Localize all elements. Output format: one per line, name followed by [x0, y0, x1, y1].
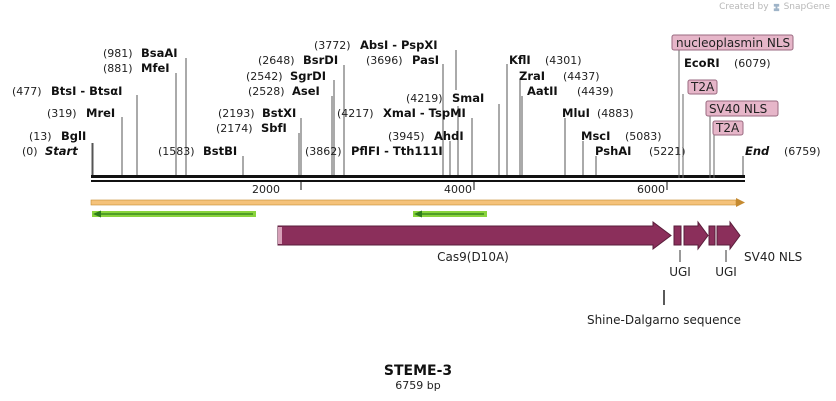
- t2a-label-2: T2A: [715, 121, 740, 135]
- site-pshai-name: PshAI: [595, 144, 631, 158]
- ruler: 2000 4000 6000: [252, 182, 668, 196]
- site-smai-pos: (4219): [406, 92, 443, 105]
- site-zrai-pos: (4437): [563, 70, 600, 83]
- site-zrai-name: ZraI: [519, 69, 545, 83]
- shine-dalgarno-label: Shine-Dalgarno sequence: [587, 313, 741, 327]
- credit-prefix: Created by: [719, 2, 769, 12]
- site-sbfi-name: SbfI: [261, 121, 287, 135]
- t2a-box-2: [712, 120, 744, 136]
- site-start-pos: (0): [22, 145, 38, 158]
- site-ahdi-pos: (3945): [388, 130, 425, 143]
- ugi-label-1: UGI: [669, 265, 691, 279]
- t2a-label-1: T2A: [690, 80, 715, 94]
- site-bstxi-pos: (2193): [218, 107, 255, 120]
- site-asei-pos: (2528): [248, 85, 285, 98]
- site-sgrdi-pos: (2542): [246, 70, 283, 83]
- site-ecori-name: EcoRI: [684, 56, 720, 70]
- snapgene-credit: Created by SnapGene: [719, 2, 830, 12]
- tick-label: 2000: [252, 183, 280, 196]
- site-ahdi-name: AhdI: [434, 129, 464, 143]
- cas9-tail-box: [673, 225, 682, 246]
- snapgene-logo-icon: [773, 3, 779, 11]
- site-sgrdi-name: SgrDI: [290, 69, 326, 83]
- site-aatii-name: AatII: [527, 84, 558, 98]
- nucleoplasmin-nls-label: nucleoplasmin NLS: [676, 36, 790, 50]
- site-pflfi-name: PflFI - Tth111I: [351, 144, 443, 158]
- ugi-label-2: UGI: [715, 265, 737, 279]
- site-xmai-name: XmaI - TspMI: [383, 106, 466, 120]
- site-bsrdi-name: BsrDI: [303, 53, 338, 67]
- backbone: [91, 175, 745, 182]
- restriction-sites: (0) Start (13) BglI (319) MreI (477) Bts…: [12, 38, 821, 158]
- cas9-feature: Cas9(D10A): [277, 221, 672, 264]
- tick-label: 6000: [637, 183, 665, 196]
- ugi-feature-2: UGI: [708, 220, 741, 279]
- site-bstxi-name: BstXI: [262, 106, 296, 120]
- green-reverse-arrow-2: [413, 210, 487, 218]
- site-mrei-pos: (319): [47, 107, 77, 120]
- sv40-nls-box-label: SV40 NLS: [709, 102, 767, 116]
- site-sbfi-pos: (2174): [216, 122, 253, 135]
- shine-dalgarno-feature: Shine-Dalgarno sequence: [587, 290, 741, 327]
- sv40-nls-label: SV40 NLS: [744, 250, 802, 264]
- site-mfei-pos: (881): [103, 62, 133, 75]
- site-smai-name: SmaI: [452, 91, 484, 105]
- site-pasi-pos: (3696): [366, 54, 403, 67]
- site-asei-name: AseI: [292, 84, 320, 98]
- site-kfli-pos: (4301): [545, 54, 582, 67]
- site-pasi-name: PasI: [412, 53, 439, 67]
- site-kfli-name: KflI: [509, 53, 531, 67]
- site-pshai-pos: (5221): [649, 145, 686, 158]
- site-bstbi-pos: (1583): [158, 145, 195, 158]
- site-absi-pos: (3772): [314, 39, 351, 52]
- small-features: nucleoplasmin NLS T2A SV40 NLS T2A: [671, 34, 794, 178]
- site-end-name: End: [745, 144, 770, 158]
- site-end-pos: (6759): [784, 145, 821, 158]
- ugi-feature-1: UGI: [669, 220, 709, 279]
- t2a-box-1: [687, 79, 718, 95]
- sv40-nls-feature: SV40 NLS: [744, 250, 802, 264]
- site-bgli-pos: (13): [29, 130, 52, 143]
- site-mfei-name: MfeI: [141, 61, 170, 75]
- site-btsi-pos: (477): [12, 85, 42, 98]
- site-ecori-pos: (6079): [734, 57, 771, 70]
- site-bstbi-name: BstBI: [203, 144, 237, 158]
- site-mlui-name: MluI: [562, 106, 590, 120]
- site-aatii-pos: (4439): [577, 85, 614, 98]
- cas9-label: Cas9(D10A): [437, 250, 509, 264]
- site-msci-pos: (5083): [625, 130, 662, 143]
- site-start-name: Start: [45, 144, 78, 158]
- plasmid-name: STEME-3: [384, 363, 452, 379]
- nucleoplasmin-nls-box: [671, 34, 794, 51]
- sv40-nls-box: [705, 100, 779, 117]
- green-reverse-arrow-1: [92, 210, 256, 218]
- site-mlui-pos: (4883): [597, 107, 634, 120]
- plasmid-length: 6759 bp: [395, 379, 440, 392]
- site-pflfi-pos: (3862): [305, 145, 342, 158]
- site-bsrdi-pos: (2648): [258, 54, 295, 67]
- site-btsi-name: BtsI - BtsαI: [51, 84, 122, 98]
- site-xmai-pos: (4217): [337, 107, 374, 120]
- tick-label: 4000: [444, 183, 472, 196]
- site-msci-name: MscI: [581, 129, 610, 143]
- credit-brand: SnapGene: [783, 2, 830, 12]
- site-mrei-name: MreI: [86, 106, 115, 120]
- site-absi-name: AbsI - PspXI: [360, 38, 438, 52]
- site-bgli-name: BglI: [61, 129, 86, 143]
- site-bsaai-name: BsaAI: [141, 46, 178, 60]
- ori-forward-arrow: [90, 198, 745, 207]
- site-bsaai-pos: (981): [103, 47, 133, 60]
